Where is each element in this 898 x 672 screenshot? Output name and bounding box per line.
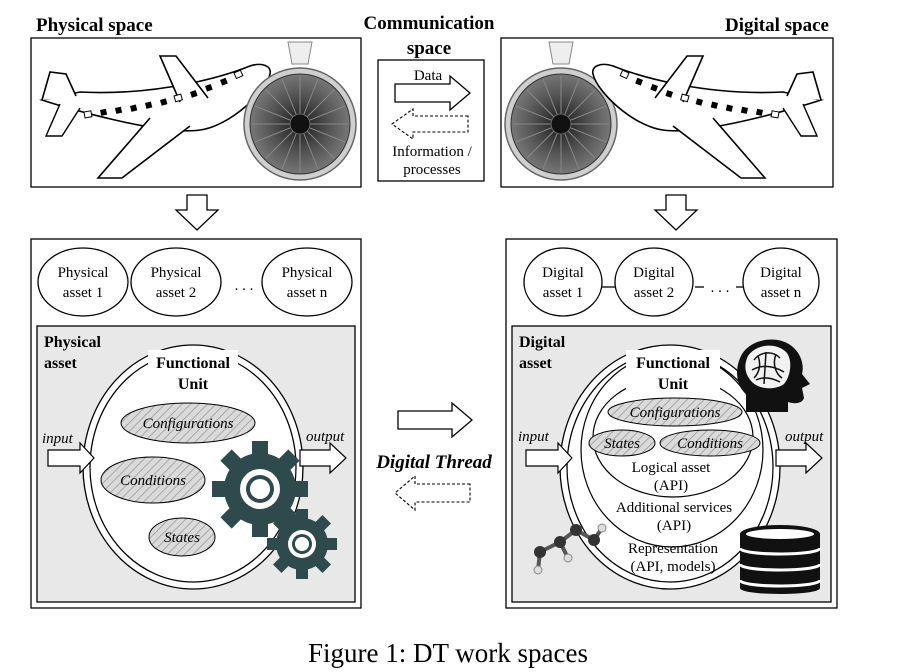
functional-unit-title-line2: Unit [178,376,209,393]
digital-asset-n-line2: asset n [761,285,802,301]
digital-asset-1: Digital asset 1 [523,247,603,317]
digital-lower-box: Digital asset 1 Digital asset 2 . . . Di… [505,238,838,609]
states-ellipse [148,517,216,557]
digital-conditions-label: Conditions [677,436,743,452]
conditions-label: Conditions [120,473,186,489]
physical-asset-1: Physical asset 1 [37,247,129,317]
jet-engine-icon [243,41,357,181]
digital-states-ellipse [588,429,656,457]
physical-asset-title-line1: Physical [44,334,101,351]
airplane-icon [38,55,272,179]
down-arrow-physical [174,194,220,231]
conditions-ellipse [100,456,206,504]
digital-input-label: input [518,429,550,445]
digital-asset-1-line2: asset 1 [543,285,583,301]
digital-thread-arrow-right [397,401,474,439]
digital-space-box [500,37,834,188]
information-label-line1: Information / [392,144,472,160]
digital-thread: Digital Thread [375,401,492,512]
functional-unit-title-line1: Functional [156,355,230,372]
digital-output-label: output [785,429,824,445]
physical-asset-n: Physical asset n [261,247,353,317]
communication-space-heading-line2: space [407,38,451,59]
physical-input-label: input [42,431,74,447]
physical-output-arrow [299,441,347,475]
data-label: Data [414,68,443,84]
digital-configurations-ellipse [607,397,743,427]
physical-space-heading: Physical space [36,15,153,36]
digital-space-heading: Digital space [725,15,829,36]
digital-thread-arrow-left [394,474,471,512]
physical-space-box [30,37,362,188]
logical-asset-line2: (API) [654,478,688,494]
digital-configurations-label: Configurations [630,405,721,421]
logical-asset-line1: Logical asset [632,460,712,476]
additional-services-line2: (API) [657,518,691,534]
jet-engine-icon [504,41,618,181]
molecule-icon [533,523,607,575]
database-icon [738,525,822,594]
digital-asset-2: Digital asset 2 [614,247,694,317]
physical-asset-n-line1: Physical [282,265,333,281]
digital-asset-n-line1: Digital [760,265,802,281]
communication-box: Data Information / processes [377,59,485,182]
digital-asset-2-line2: asset 2 [634,285,674,301]
physical-asset-2-line1: Physical [151,265,202,281]
physical-input-arrow [47,441,95,475]
physical-asset-title-line2: asset [44,355,78,372]
digital-asset-n: Digital asset n [742,247,820,317]
physical-lower-box: Physical asset 1 Physical asset 2 . . . … [30,238,362,609]
functional-unit-label-bg [626,350,720,396]
physical-output-label: output [306,429,345,445]
digital-assets-ellipsis: . . . [711,280,730,296]
representation-line1: Representation [628,541,718,557]
digital-functional-unit-line1: Functional [636,355,710,372]
representation-line2: (API, models) [631,559,716,575]
digital-states-label: States [604,436,640,452]
digital-asset-1-line1: Digital [542,265,584,281]
physical-asset-n-line2: asset n [287,285,328,301]
communication-space-heading-line1: Communication [364,13,495,34]
additional-services-line1: Additional services [616,500,732,516]
data-arrow [394,74,472,112]
configurations-ellipse [120,402,256,444]
physical-asset-2-line2: asset 2 [156,285,196,301]
configurations-label: Configurations [143,416,234,432]
airplane-icon [591,55,825,179]
states-label: States [164,530,200,546]
physical-assets-ellipsis: . . . [235,278,254,294]
digital-asset-title-line2: asset [519,355,553,372]
digital-output-arrow [775,441,823,475]
down-arrow-digital [653,194,699,231]
physical-asset-1-line2: asset 1 [63,285,103,301]
information-arrow [391,107,469,141]
digital-asset-2-line1: Digital [633,265,675,281]
physical-asset-2: Physical asset 2 [130,247,222,317]
digital-input-arrow [525,441,573,475]
digital-thread-label: Digital Thread [375,452,492,473]
gear-icon [267,509,337,579]
digital-asset-title-line1: Digital [519,334,566,351]
information-label-line2: processes [403,162,461,178]
physical-asset-1-line1: Physical [58,265,109,281]
figure-caption: Figure 1: DT work spaces [308,638,588,668]
functional-unit-label-bg [148,350,238,398]
digital-functional-unit-line2: Unit [658,376,689,393]
digital-conditions-ellipse [659,429,761,457]
ai-brain-head-icon [737,339,810,412]
